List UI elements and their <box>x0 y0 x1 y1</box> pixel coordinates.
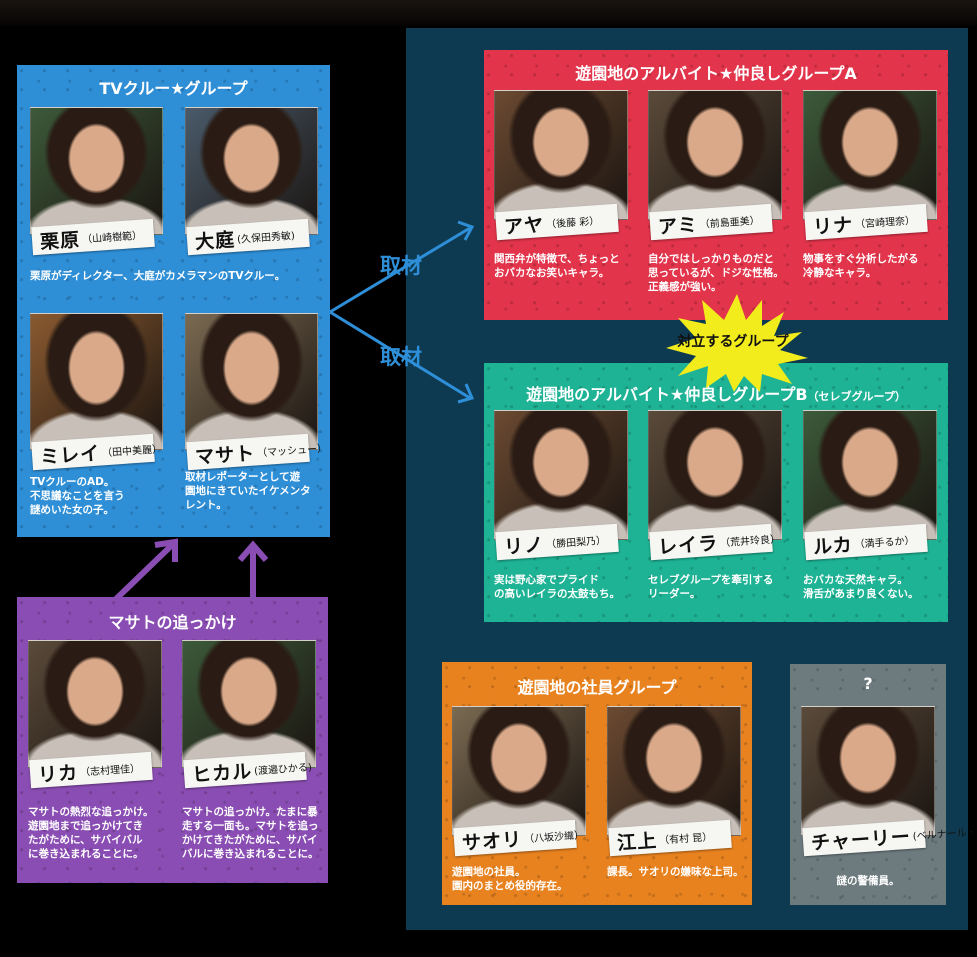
character-photo <box>185 313 318 450</box>
character-description: 関西弁が特徴で、ちょっと おバカなお笑いキャラ。 <box>494 253 620 279</box>
character-photo <box>607 706 741 836</box>
character-card: サオリ（八坂沙織） <box>452 706 586 857</box>
group-subtitle: （セレブグループ） <box>807 390 906 403</box>
character-description: 物事をすぐ分析したがる 冷静なキャラ。 <box>803 253 919 279</box>
character-description: マサトの追っかけ。たまに暴 走する一面も。マサトを追っ かけてきたがために、サバ… <box>182 806 319 860</box>
character-photo <box>648 410 782 540</box>
group-title: 遊園地のアルバイト★仲良しグループA <box>484 60 948 84</box>
group-title-text: TVクルー★グループ <box>99 79 248 98</box>
group-title: マサトの追っかけ <box>17 609 328 633</box>
character-description: セレブグループを牽引する リーダー。 <box>648 574 774 600</box>
group-title-text: 遊園地の社員グループ <box>517 678 677 697</box>
group-staff: 遊園地の社員グループサオリ（八坂沙織） 遊園地の社員。 園内のまとめ役的存在。 江上… <box>442 662 752 905</box>
character-photo <box>803 90 937 220</box>
character-photo <box>182 640 316 768</box>
character-description: 取材レポーターとして遊 園地にきていたイケメンタ レント。 <box>185 471 311 511</box>
arrowhead-groupA <box>457 220 475 241</box>
group-title: 遊園地の社員グループ <box>442 674 752 698</box>
conflict-starburst-icon <box>666 294 808 392</box>
group-groupA: 遊園地のアルバイト★仲良しグループA アヤ（後藤 彩） 関西弁が特徴で、ちょっと お… <box>484 50 948 320</box>
interview-label-2: 取材 <box>380 345 422 369</box>
character-photo <box>30 313 163 450</box>
character-card: ヒカル(渡邉ひかる) <box>182 640 316 789</box>
character-card: アミ（前島亜美） <box>648 90 782 241</box>
character-card: マサト（マッシュー） <box>185 313 327 471</box>
group-title: ? <box>790 674 946 693</box>
character-photo <box>30 107 163 235</box>
character-card: リカ（志村理佳） <box>28 640 162 789</box>
character-card: リノ（勝田梨乃） <box>494 410 628 561</box>
character-description: 自分ではしっかりものだと 思っているが、ドジな性格。 正義感が強い。 <box>648 253 784 293</box>
character-card: 大庭(久保田秀敏) <box>185 107 318 256</box>
group-unknown: ? チャーリー(ベルナール・アッカ) 謎の警備員。 <box>790 664 977 905</box>
arrow-to-groupB <box>329 310 471 400</box>
group-tv: TVクルー★グループ栗原がディレクター、大庭がカメラマンのTVクルー。 栗原（山崎… <box>17 65 330 537</box>
group-groupB: 遊園地のアルバイト★仲良しグループB（セレブグループ） リノ（勝田梨乃） 実は野心家… <box>484 363 948 622</box>
character-description: 謎の警備員。 <box>836 875 900 887</box>
arrow-to-groupA <box>329 226 471 314</box>
group-title: 遊園地のアルバイト★仲良しグループB（セレブグループ） <box>484 381 948 405</box>
character-card: ミレイ（田中美麗） <box>30 313 163 471</box>
character-photo <box>494 410 628 540</box>
arrowhead-chaser-1 <box>154 538 178 562</box>
character-card: ルカ（満手るか） <box>803 410 937 561</box>
character-description: TVクルーのAD。 不思議なことを言う 謎めいた女の子。 <box>30 476 125 516</box>
arrowhead-chaser-2 <box>237 540 269 562</box>
conflict-label: 対立するグループ <box>677 334 789 350</box>
character-photo <box>28 640 162 768</box>
chaser-arrows <box>112 538 269 603</box>
character-description: おバカな天然キャラ。 滑舌があまり良くない。 <box>803 574 919 600</box>
interview-label-1: 取材 <box>380 254 422 278</box>
group-title: TVクルー★グループ <box>17 75 330 99</box>
group-title-text: 遊園地のアルバイト★仲良しグループB <box>526 385 808 404</box>
character-card: 栗原（山崎樹範） <box>30 107 163 256</box>
character-card: アヤ（後藤 彩） <box>494 90 628 241</box>
character-photo <box>803 410 937 540</box>
top-strip <box>0 0 977 26</box>
arrow-chaser-1 <box>112 542 175 603</box>
group-note: 栗原がディレクター、大庭がカメラマンのTVクルー。 <box>30 270 286 282</box>
character-description: マサトの熱烈な追っかけ。 遊園地まで追っかけてき たがために、サバイバル に巻き… <box>28 806 154 860</box>
character-description: 課長。サオリの嫌味な上司。 <box>607 866 744 878</box>
group-title-text: ? <box>863 674 873 693</box>
character-card: リナ（宮崎理奈） <box>803 90 937 241</box>
character-card: 江上（有村 昆） <box>607 706 741 857</box>
group-title-text: マサトの追っかけ <box>108 613 237 632</box>
character-description: 遊園地の社員。 園内のまとめ役的存在。 <box>452 866 568 892</box>
character-card: チャーリー(ベルナール・アッカ) <box>801 706 977 857</box>
character-card: レイラ（荒井玲良） <box>648 410 782 561</box>
group-chasers: マサトの追っかけリカ（志村理佳） マサトの熱烈な追っかけ。 遊園地まで追っかけてき… <box>17 597 328 883</box>
character-photo <box>648 90 782 220</box>
arrowhead-groupB <box>457 383 475 404</box>
interview-arrows <box>329 220 475 404</box>
character-description: 実は野心家でプライド の高いレイラの太鼓もち。 <box>494 574 620 600</box>
group-title-text: 遊園地のアルバイト★仲良しグループA <box>575 64 857 83</box>
character-photo <box>185 107 318 235</box>
character-photo <box>494 90 628 220</box>
